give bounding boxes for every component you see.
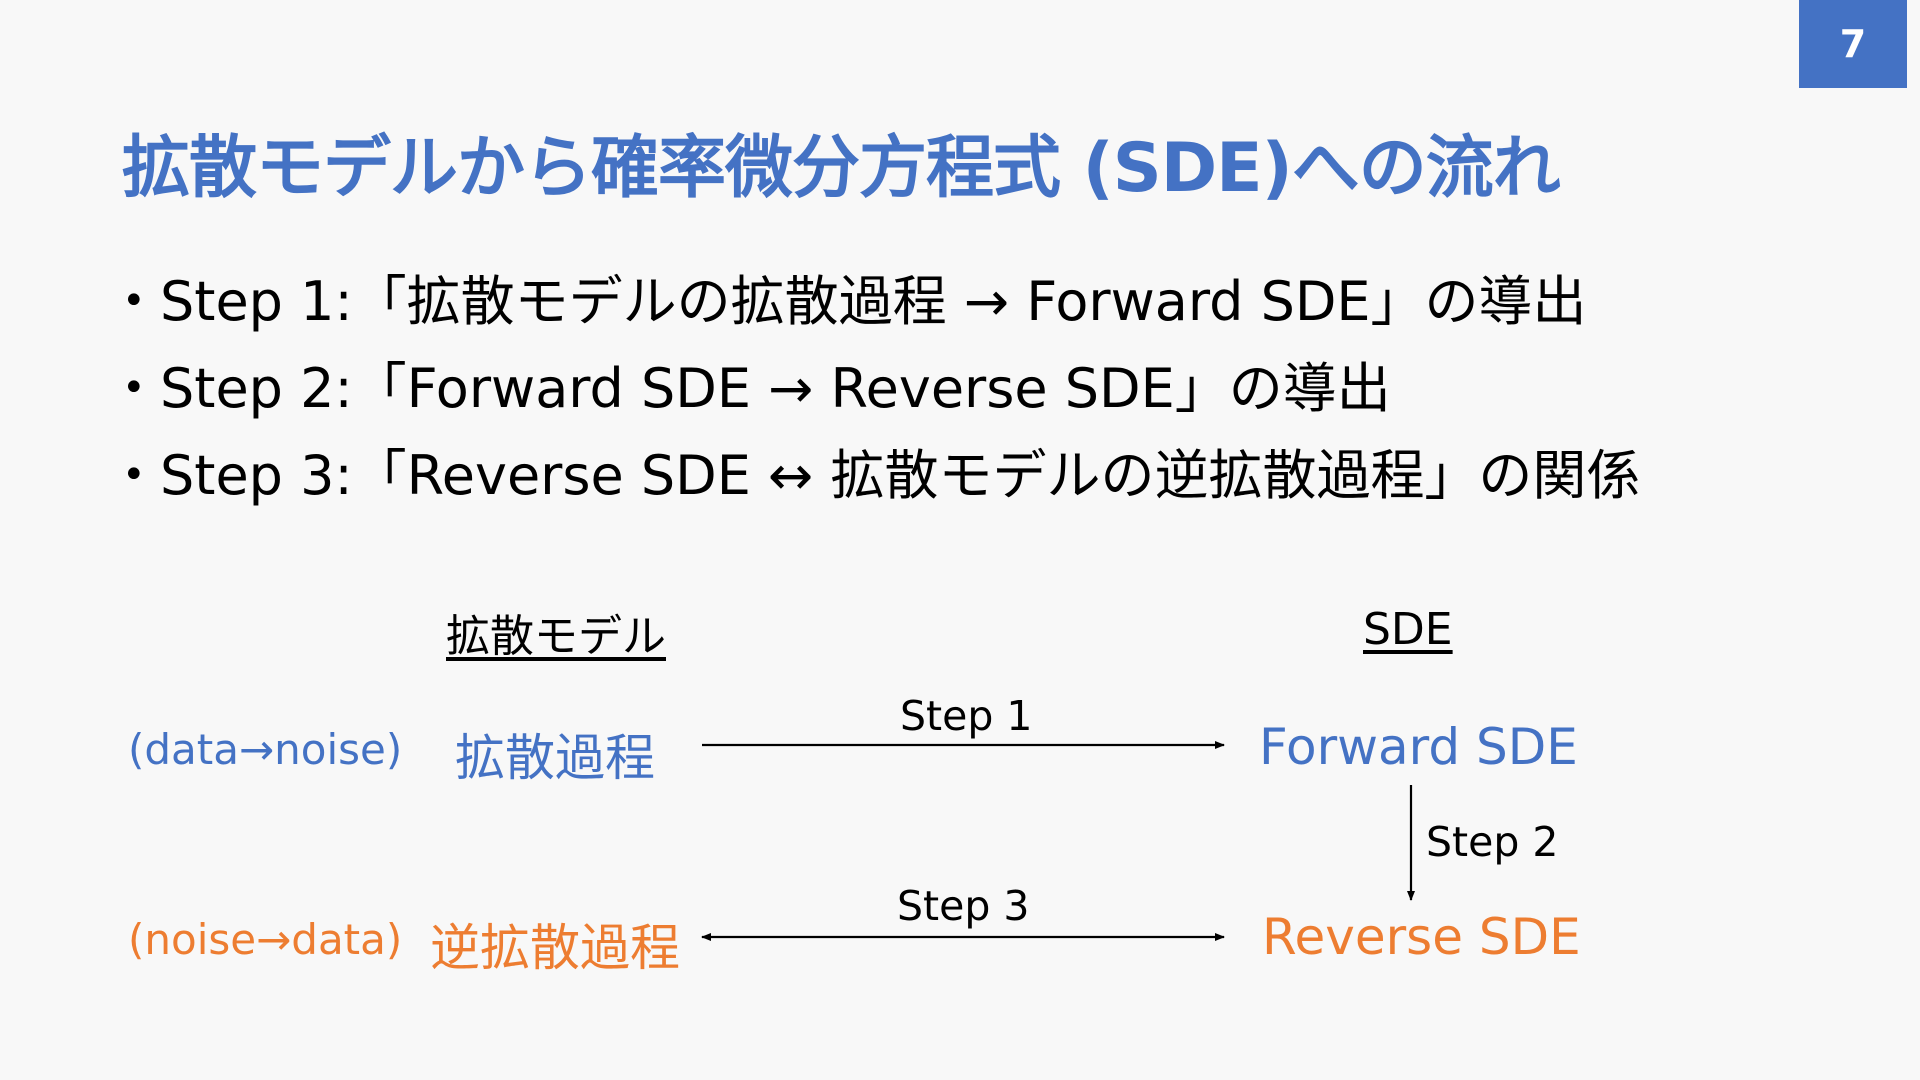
bullet-text: Step 1:「拡散モデルの拡散過程 → Forward SDE」の導出 [160,270,1587,333]
bullet-text: Step 2:「Forward SDE → Reverse SDE」の導出 [160,357,1391,420]
step2-label: Step 2 [1426,818,1559,866]
reverse-diffusion-process-node: 逆拡散過程 [430,919,680,977]
bullet-item-step3: • Step 3:「Reverse SDE ↔ 拡散モデルの逆拡散過程」の関係 [122,432,1640,519]
bullet-text: Step 3:「Reverse SDE ↔ 拡散モデルの逆拡散過程」の関係 [160,444,1641,507]
step1-label: Step 1 [900,692,1033,740]
bullet-item-step1: • Step 1:「拡散モデルの拡散過程 → Forward SDE」の導出 [122,258,1640,345]
row-label-data-to-noise: (data→noise) [128,725,403,774]
bullet-dot-icon: • [122,365,146,411]
slide-title: 拡散モデルから確率微分方程式 (SDE)への流れ [122,129,1561,208]
step3-label: Step 3 [897,882,1030,930]
diffusion-process-node: 拡散過程 [455,729,655,787]
bullet-item-step2: • Step 2:「Forward SDE → Reverse SDE」の導出 [122,345,1640,432]
page-number: 7 [1839,22,1867,66]
reverse-sde-node: Reverse SDE [1262,908,1581,966]
bullet-dot-icon: • [122,278,146,324]
bullet-dot-icon: • [122,452,146,498]
sde-header: SDE [1363,604,1453,655]
bullet-list: • Step 1:「拡散モデルの拡散過程 → Forward SDE」の導出 •… [122,258,1640,519]
page-number-badge: 7 [1799,0,1907,88]
forward-sde-node: Forward SDE [1259,718,1578,776]
diffusion-model-header: 拡散モデル [446,611,666,662]
row-label-noise-to-data: (noise→data) [128,915,403,964]
